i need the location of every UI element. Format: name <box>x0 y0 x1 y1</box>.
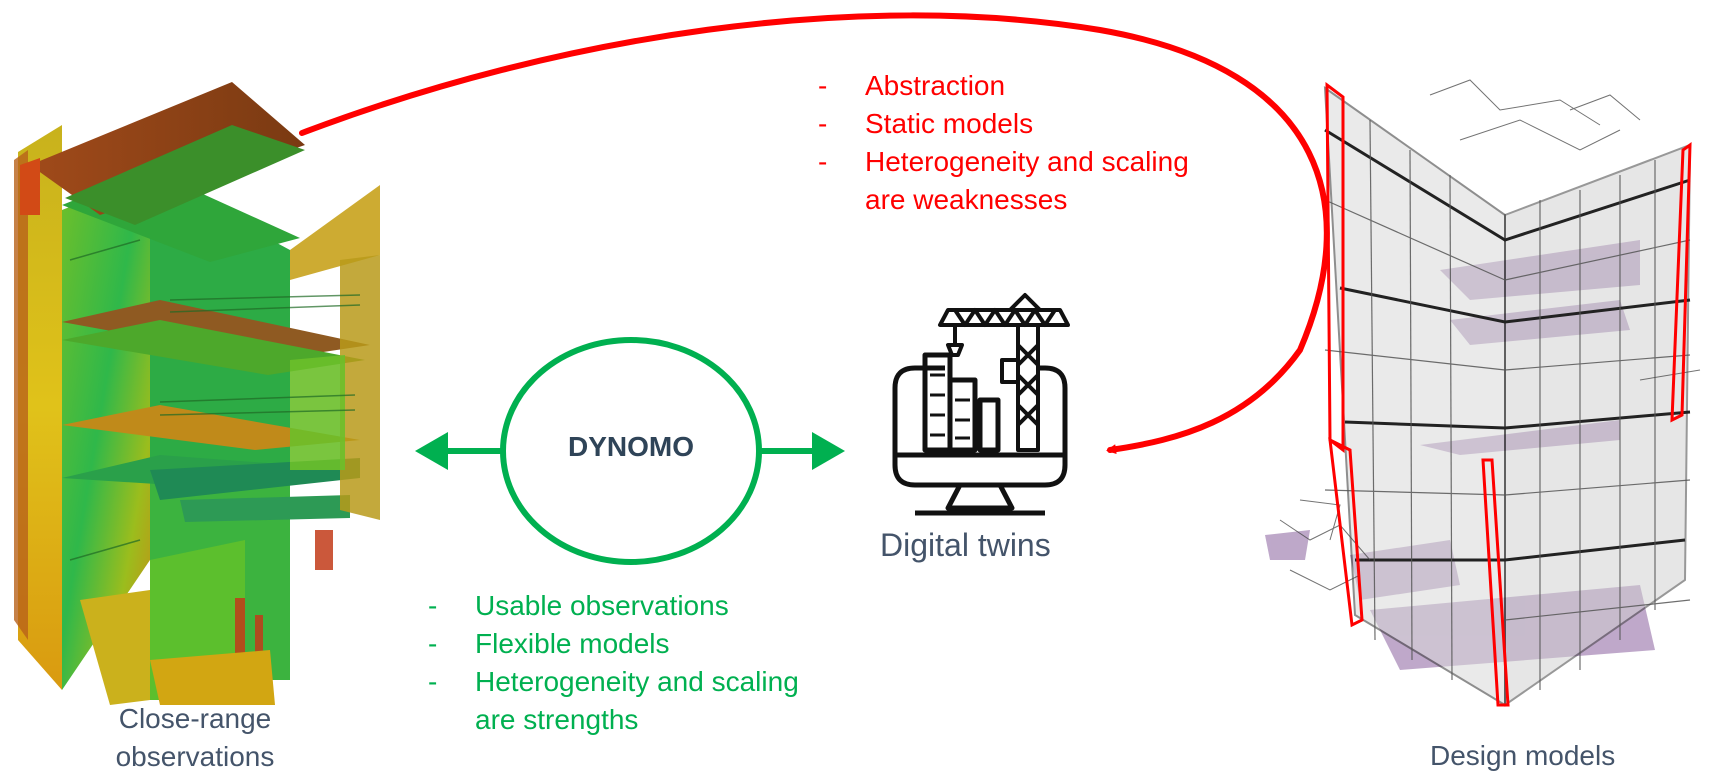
list-item: -Abstraction <box>818 70 1006 101</box>
list-item: -Heterogeneity and scaling <box>818 146 1189 177</box>
list-item: -Static models <box>818 108 1034 139</box>
wireframe-building-model-image <box>1265 79 1701 707</box>
list-item: -Flexible models <box>428 628 670 659</box>
center-label: DYNOMO <box>568 431 694 462</box>
list-item: -Heterogeneity and scaling <box>428 666 799 697</box>
weaknesses-list: -Abstraction -Static models -Heterogenei… <box>818 67 1189 219</box>
digital-twins-caption: Digital twins <box>880 527 1051 563</box>
strengths-list: -Usable observations -Flexible models -H… <box>428 587 799 739</box>
design-models-caption: Design models <box>1430 740 1616 771</box>
construction-crane-icon <box>938 293 1070 452</box>
digital-twin-monitor-icon <box>892 352 1068 516</box>
point-cloud-building-image <box>14 82 380 705</box>
red-curved-arrow <box>299 12 1330 455</box>
list-item: are weaknesses <box>865 184 1068 215</box>
close-range-observations-caption: Close-range observations <box>115 703 275 772</box>
list-item: -Usable observations <box>428 590 729 621</box>
green-double-arrow <box>415 432 845 470</box>
list-item: are strengths <box>475 704 639 735</box>
